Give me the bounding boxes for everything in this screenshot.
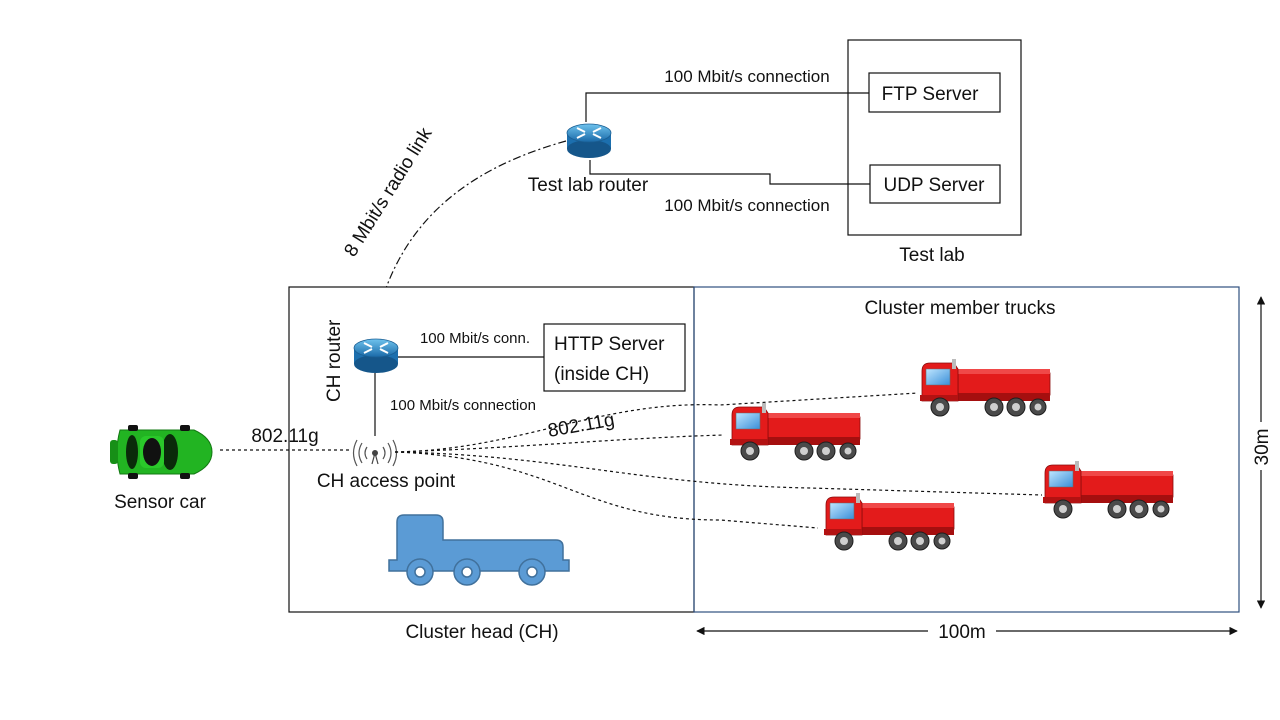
wifi-link-truck-2	[394, 434, 725, 453]
test-lab-box	[847, 39, 1022, 236]
ftp-server-label: FTP Server	[882, 84, 979, 105]
member-truck-1-icon	[919, 358, 1051, 417]
member-truck-3-icon	[1042, 460, 1174, 519]
width-dimension-label: 100m	[938, 622, 986, 643]
wifi-link-truck-4	[394, 451, 819, 529]
sensor-car-label: Sensor car	[114, 492, 207, 513]
cluster-head-truck-icon	[388, 514, 570, 586]
cluster-members-label: Cluster member trucks	[864, 298, 1055, 319]
test-lab-router-label: Test lab router	[528, 175, 649, 196]
http-connection-label: 100 Mbit/s conn.	[420, 330, 530, 347]
test-lab-router-icon	[566, 123, 612, 159]
ch-router-icon	[353, 338, 399, 374]
access-point-label: CH access point	[317, 471, 456, 492]
wifi-link-truck-1	[394, 392, 919, 453]
ftp-connection-label: 100 Mbit/s connection	[664, 67, 829, 86]
ftp-connection-line	[585, 92, 869, 122]
http-server-box	[543, 323, 686, 392]
udp-server-box	[869, 164, 1001, 204]
http-server-label-line2: (inside CH)	[554, 364, 649, 385]
router-ap-label: 100 Mbit/s connection	[390, 397, 536, 414]
member-truck-4-icon	[823, 492, 955, 551]
height-dimension-label: 30m	[1252, 429, 1273, 466]
radio-link-line	[371, 140, 567, 346]
access-point-icon	[352, 439, 398, 467]
cluster-members-box	[693, 286, 1240, 613]
udp-server-label: UDP Server	[883, 175, 985, 196]
ftp-server-box	[868, 72, 1001, 113]
udp-connection-label: 100 Mbit/s connection	[664, 196, 829, 215]
sensor-car-wifi-label: 802.11g	[251, 426, 318, 447]
test-lab: Test lab FTP Server UDP Server	[847, 39, 1022, 266]
member-truck-2-icon	[729, 402, 861, 461]
cluster-head-label: Cluster head (CH)	[405, 622, 558, 643]
udp-connection-line	[589, 160, 870, 185]
test-lab-label: Test lab	[899, 245, 964, 266]
radio-link-label: 8 Mbit/s radio link	[340, 124, 436, 261]
ch-router-label: CH router	[324, 319, 345, 402]
sensor-car-icon	[110, 425, 213, 479]
http-server-label-line1: HTTP Server	[554, 334, 665, 355]
